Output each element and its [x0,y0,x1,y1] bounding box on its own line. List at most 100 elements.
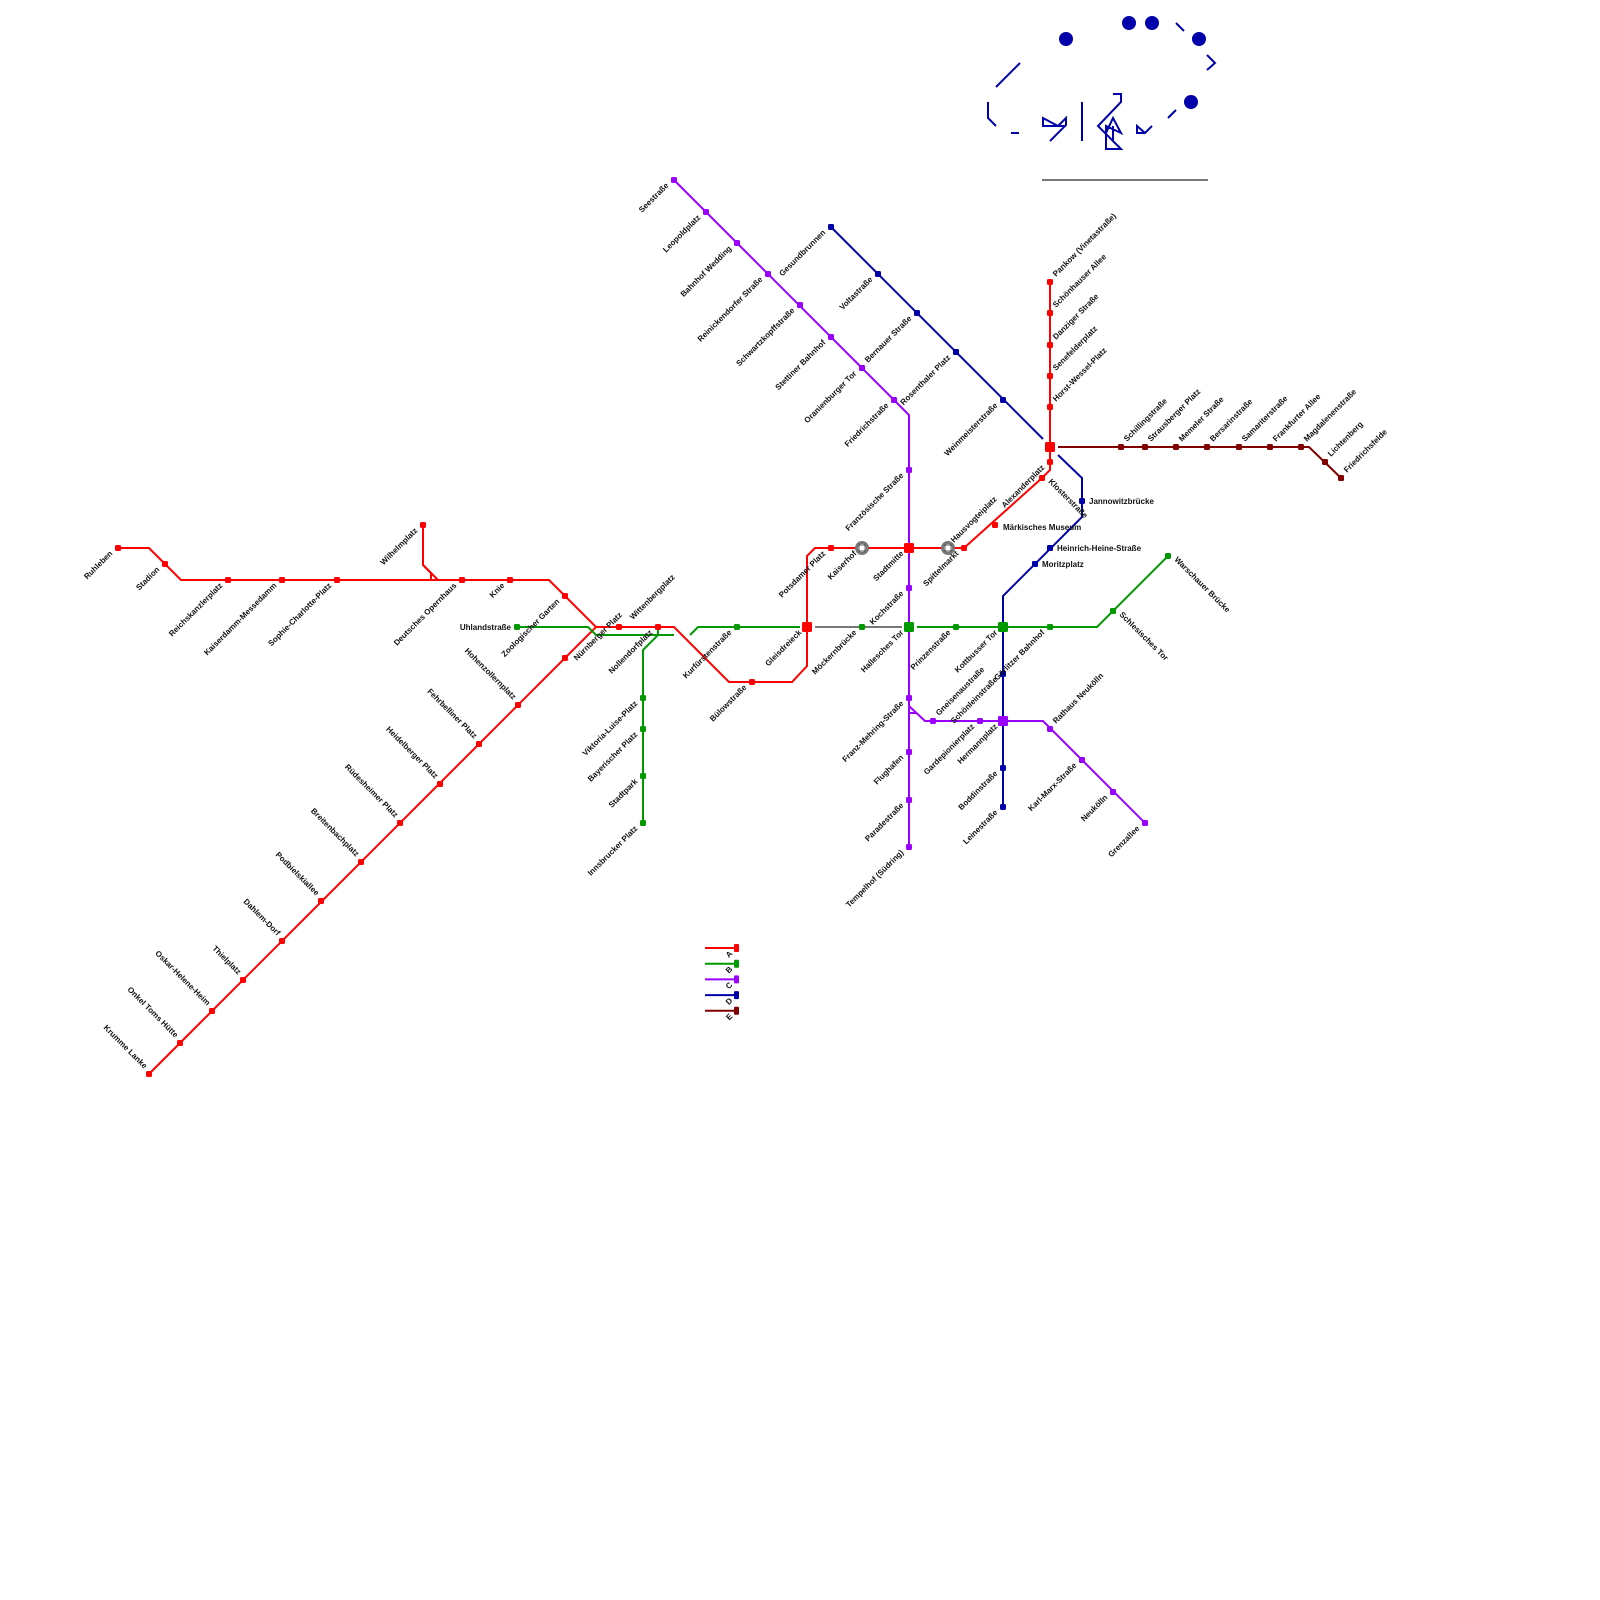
station-marker[interactable] [828,545,834,551]
station-marker[interactable] [1338,475,1344,481]
station-marker[interactable] [1142,444,1148,450]
station-marker[interactable] [1322,459,1328,465]
station-label: Dahlem-Dorf [242,897,283,938]
station-marker[interactable] [914,310,920,316]
station-marker[interactable] [703,209,709,215]
station-marker[interactable] [420,522,426,528]
station-label: Prinzenstraße [909,628,953,672]
station-marker[interactable] [1032,561,1038,567]
station-marker[interactable] [1047,373,1053,379]
station-marker[interactable] [655,624,661,630]
station-marker[interactable] [209,1008,215,1014]
station-marker[interactable] [240,977,246,983]
station-marker[interactable] [146,1071,152,1077]
station-marker[interactable] [514,624,520,630]
station-marker[interactable] [640,726,646,732]
station-marker[interactable] [906,844,912,850]
station-marker[interactable] [1079,498,1085,504]
station-marker[interactable] [1000,804,1006,810]
station-marker[interactable] [953,624,959,630]
station-marker[interactable] [279,938,285,944]
station-marker[interactable] [459,577,465,583]
station-marker[interactable] [1110,608,1116,614]
station-marker[interactable] [859,365,865,371]
station-marker[interactable] [318,898,324,904]
station-marker[interactable] [992,522,998,528]
station-marker[interactable] [977,718,983,724]
interchange-station-marker[interactable] [1045,442,1055,452]
station-marker[interactable] [1047,404,1053,410]
station-marker[interactable] [906,797,912,803]
station-marker[interactable] [1204,444,1210,450]
station-marker[interactable] [749,679,755,685]
station-marker[interactable] [1047,459,1053,465]
station-marker[interactable] [562,655,568,661]
station-marker[interactable] [797,302,803,308]
station-marker[interactable] [162,561,168,567]
station-marker[interactable] [1000,397,1006,403]
station-marker[interactable] [562,593,568,599]
station-marker[interactable] [953,349,959,355]
station-marker[interactable] [906,585,912,591]
station-marker[interactable] [1165,553,1171,559]
station-marker[interactable] [1047,342,1053,348]
station-marker[interactable] [437,781,443,787]
line-a-track [118,282,1051,683]
station-marker[interactable] [225,577,231,583]
station-marker[interactable] [358,859,364,865]
station-label: Stadion [134,565,161,592]
station-label: Bahnhof Wedding [679,244,734,299]
station-marker[interactable] [476,741,482,747]
station-marker[interactable] [1267,444,1273,450]
line-b-track [917,555,1169,628]
station-marker[interactable] [115,545,121,551]
station-marker[interactable] [1110,789,1116,795]
station-marker[interactable] [930,718,936,724]
station-marker[interactable] [177,1040,183,1046]
station-marker[interactable] [891,397,897,403]
station-marker[interactable] [828,334,834,340]
interchange-station-marker[interactable] [998,716,1008,726]
station-marker[interactable] [859,624,865,630]
station-marker[interactable] [1236,444,1242,450]
station-marker[interactable] [1142,820,1148,826]
station-marker[interactable] [961,545,967,551]
station-marker[interactable] [1039,475,1045,481]
station-marker[interactable] [1118,444,1124,450]
station-marker[interactable] [1047,726,1053,732]
station-marker[interactable] [765,271,771,277]
station-marker[interactable] [1047,279,1053,285]
station-marker[interactable] [1000,624,1007,631]
line-a-track [148,626,597,1075]
station-marker[interactable] [906,695,912,701]
station-marker[interactable] [640,820,646,826]
station-marker[interactable] [1047,545,1053,551]
station-marker[interactable] [507,577,513,583]
station-marker[interactable] [734,240,740,246]
station-marker[interactable] [906,467,912,473]
station-marker[interactable] [515,702,521,708]
station-marker[interactable] [1079,757,1085,763]
station-marker[interactable] [828,224,834,230]
station-label: Breitenbachplatz [309,806,361,858]
station-marker[interactable] [734,624,740,630]
station-marker[interactable] [1047,310,1053,316]
station-marker[interactable] [1000,765,1006,771]
station-marker[interactable] [802,622,812,632]
station-marker[interactable] [1000,671,1006,677]
station-marker[interactable] [671,177,677,183]
station-marker[interactable] [640,695,646,701]
station-marker[interactable] [279,577,285,583]
station-marker[interactable] [875,271,881,277]
station-marker[interactable] [1047,624,1053,630]
top-decoration [987,16,1217,150]
station-marker[interactable] [640,773,646,779]
station-marker[interactable] [904,543,914,553]
station-marker[interactable] [904,622,914,632]
station-marker[interactable] [616,624,622,630]
station-marker[interactable] [1298,444,1304,450]
station-marker[interactable] [1173,444,1179,450]
station-marker[interactable] [906,749,912,755]
station-marker[interactable] [334,577,340,583]
station-marker[interactable] [397,820,403,826]
